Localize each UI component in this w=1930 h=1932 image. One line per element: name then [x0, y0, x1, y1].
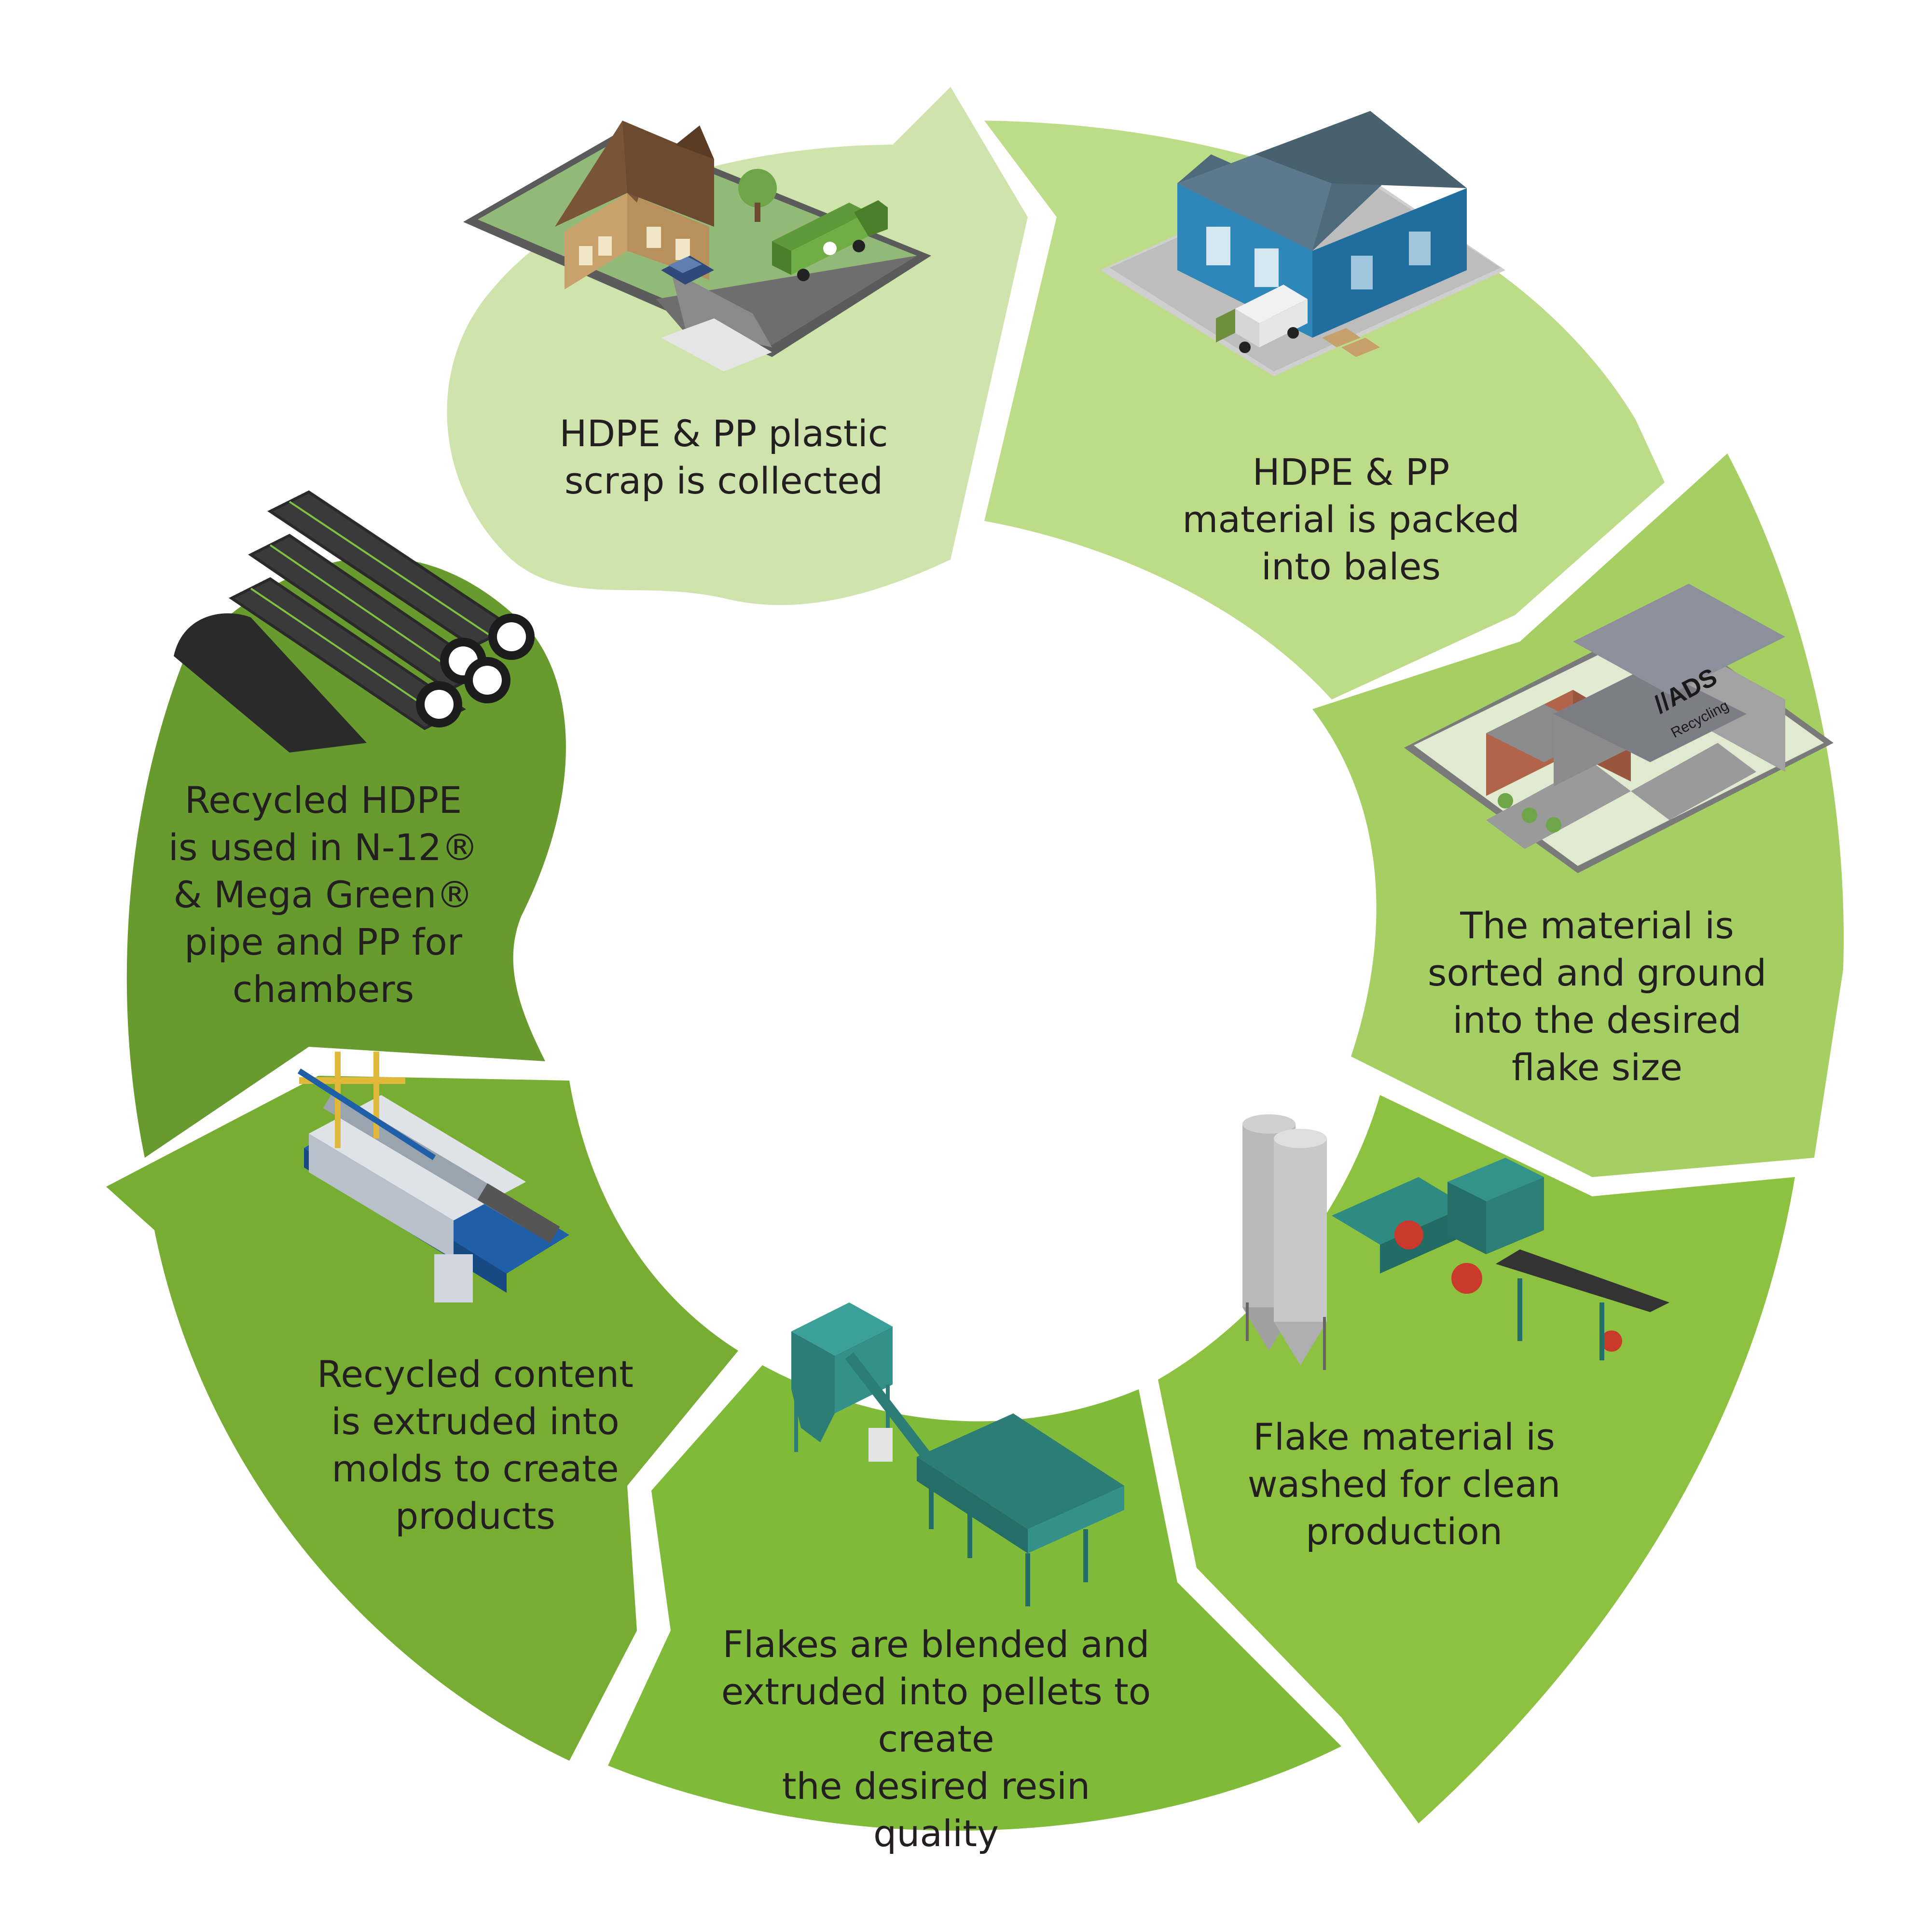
blending-hopper-icon: [791, 1302, 1124, 1606]
stage-label-pelletize: Flakes are blended and extruded into pel…: [721, 1623, 1151, 1855]
stage-label-sort: The material is sorted and ground into t…: [1427, 904, 1767, 1089]
silo-and-wash-line-icon: [1242, 1114, 1669, 1370]
segment-pelletize: [608, 1365, 1341, 1831]
stage-label-extrude: Recycled content is extruded into molds …: [317, 1353, 634, 1537]
ads-recycling-plant-icon: //ADS Recycling: [1404, 584, 1834, 873]
stage-label-products: Recycled HDPE is used in N-12® & Mega Gr…: [168, 779, 479, 1011]
house-and-garbage-truck-icon: [463, 121, 931, 371]
stage-label-wash: Flake material is washed for clean produ…: [1247, 1415, 1561, 1553]
stage-label-collect: HDPE & PP plastic scrap is collected: [559, 412, 888, 502]
pipe-extruder-icon: [297, 1052, 569, 1302]
stage-label-bale: HDPE & PP material is packed into bales: [1182, 451, 1520, 588]
pipe-stack-icon: [174, 490, 535, 753]
recycling-warehouse-icon: [1100, 111, 1505, 376]
segment-extrude: [106, 1076, 738, 1761]
